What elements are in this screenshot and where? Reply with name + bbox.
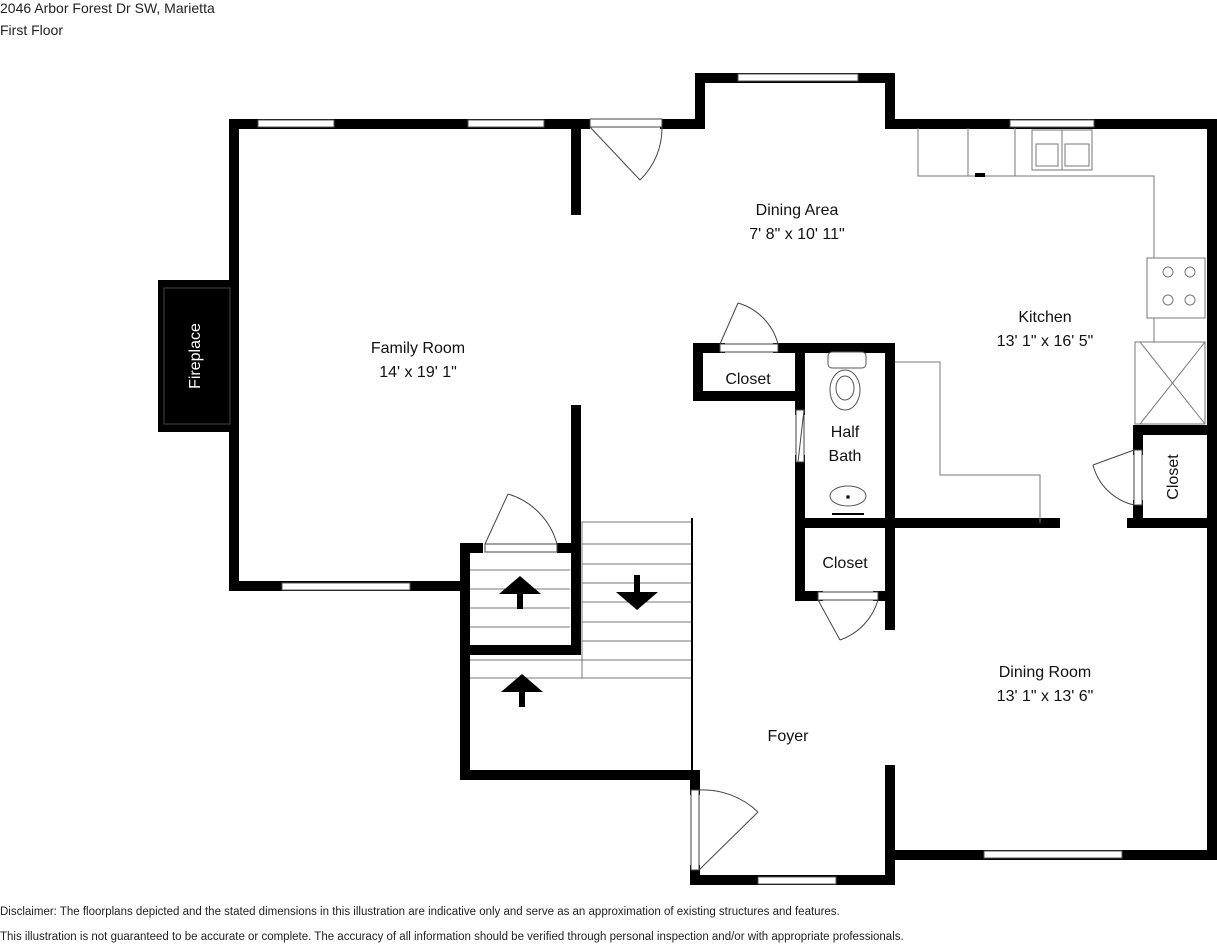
- doors: [484, 118, 1143, 871]
- bath-fixtures: [827, 351, 867, 515]
- family-room-dims: 14' x 19' 1": [379, 364, 457, 381]
- fireplace-label: Fireplace: [187, 323, 204, 389]
- room-labels: Dining Area 7' 8" x 10' 11" Kitchen 13' …: [371, 202, 1182, 745]
- dining-area-name: Dining Area: [756, 202, 839, 219]
- half-bath-line2: Bath: [829, 448, 862, 465]
- door-dining-area[interactable]: [589, 118, 663, 181]
- fireplace: Fireplace: [158, 280, 234, 432]
- kitchen-fixtures: [895, 128, 1206, 523]
- arrow-up-icon: [499, 576, 541, 609]
- kitchen-peninsula: [895, 361, 1041, 523]
- floor-label: First Floor: [0, 22, 63, 38]
- foyer-name: Foyer: [768, 728, 810, 745]
- door-upper-closet[interactable]: [719, 302, 779, 353]
- closet-mid-name: Closet: [822, 555, 868, 572]
- property-address: 2046 Arbor Forest Dr SW, Marietta: [0, 0, 215, 16]
- door-mid-closet[interactable]: [817, 591, 879, 641]
- family-room-name: Family Room: [371, 340, 465, 357]
- disclaimer-line1: Disclaimer: The floorplans depicted and …: [0, 906, 840, 918]
- dining-room-dims: 13' 1" x 13' 6": [997, 688, 1094, 705]
- arrow-down-icon: [616, 575, 658, 610]
- disclaimer-line2: This illustration is not guaranteed to b…: [0, 931, 904, 943]
- door-front[interactable]: [690, 789, 759, 871]
- stair-arrows: [499, 575, 658, 707]
- stove-icon: [1146, 257, 1206, 319]
- sink-bath-icon: [829, 485, 867, 515]
- dining-room-name: Dining Room: [999, 664, 1091, 681]
- half-bath-line1: Half: [831, 424, 860, 441]
- walls: [229, 73, 1217, 885]
- closet-upper-name: Closet: [725, 371, 771, 388]
- windows: [257, 73, 1123, 885]
- refrigerator-icon: [1134, 341, 1206, 425]
- floor-plan: Fireplace: [158, 73, 1217, 885]
- kitchen-dims: 13' 1" x 16' 5": [997, 333, 1094, 350]
- kitchen-name: Kitchen: [1018, 309, 1071, 326]
- dining-area-dims: 7' 8" x 10' 11": [749, 226, 844, 243]
- door-right-closet[interactable]: [1092, 449, 1143, 506]
- door-stairs[interactable]: [484, 493, 558, 553]
- closet-right-name: Closet: [1165, 454, 1182, 500]
- door-half-bath[interactable]: [795, 409, 805, 463]
- arrow-up-icon: [501, 674, 543, 707]
- toilet-icon: [827, 351, 867, 411]
